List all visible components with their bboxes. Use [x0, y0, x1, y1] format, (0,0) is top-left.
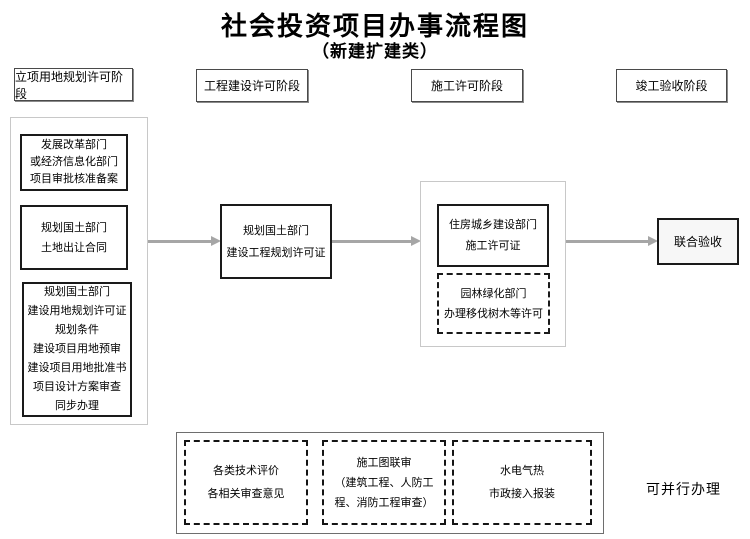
flow-arrow-2	[332, 236, 421, 247]
node-drawing-joint-review: 施工图联审 （建筑工程、人防工 程、消防工程审查）	[322, 440, 446, 525]
arrow-shaft	[566, 240, 650, 243]
node-line: 市政接入报装	[489, 487, 555, 500]
node-construction-permit: 住房城乡建设部门 施工许可证	[437, 204, 549, 267]
stage-header-construction-permit: 工程建设许可阶段	[196, 69, 308, 102]
node-line: 建设工程规划许可证	[226, 246, 326, 259]
stage-header-work-permit: 施工许可阶段	[411, 69, 523, 102]
node-line: 办理移伐树木等许可	[444, 307, 543, 320]
node-line: 施工许可证	[465, 239, 521, 252]
node-line: 项目设计方案审查	[33, 381, 121, 393]
flow-arrow-1	[148, 236, 221, 247]
node-garden-greening: 园林绿化部门 办理移伐树木等许可	[437, 273, 550, 334]
node-utility-connection: 水电气热 市政接入报装	[452, 440, 592, 525]
node-line: 规划条件	[55, 324, 99, 336]
node-line: 或经济信息化部门	[30, 156, 118, 168]
stage-header-label: 施工许可阶段	[430, 79, 503, 93]
node-line: 规划国土部门	[44, 286, 110, 298]
node-technical-evaluation: 各类技术评价 各相关审查意见	[184, 440, 308, 525]
node-line: 水电气热	[500, 464, 544, 477]
arrow-shaft	[148, 240, 213, 243]
node-line: （建筑工程、人防工	[334, 476, 434, 489]
node-line: 施工图联审	[356, 456, 412, 469]
stage-header-label: 立项用地规划许可阶段	[15, 69, 124, 101]
node-engineering-planning-permit: 规划国土部门 建设工程规划许可证	[220, 204, 332, 279]
node-line: 住房城乡建设部门	[449, 218, 537, 231]
node-line: 同步办理	[55, 400, 99, 412]
stage-header-project-land-planning: 立项用地规划许可阶段	[14, 68, 133, 101]
node-line: 建设用地规划许可证	[27, 305, 127, 317]
stage-header-label: 工程建设许可阶段	[203, 79, 300, 93]
node-joint-acceptance: 联合验收	[657, 218, 739, 265]
node-line: 程、消防工程审查）	[334, 496, 434, 509]
node-line: 规划国土部门	[243, 224, 309, 237]
node-line: 建设项目用地预审	[33, 343, 121, 355]
arrow-head-icon	[211, 236, 221, 246]
arrow-head-icon	[411, 236, 421, 246]
arrow-shaft	[332, 240, 413, 243]
arrow-head-icon	[648, 236, 658, 246]
stage-header-completion-acceptance: 竣工验收阶段	[616, 69, 727, 102]
node-line: 规划国土部门	[41, 221, 107, 234]
node-development-reform: 发展改革部门 或经济信息化部门 项目审批核准备案	[20, 134, 128, 191]
node-line: 联合验收	[673, 235, 722, 249]
node-line: 各类技术评价	[213, 464, 279, 477]
stage-header-label: 竣工验收阶段	[635, 79, 708, 93]
flow-arrow-3	[566, 236, 658, 247]
node-line: 土地出让合同	[41, 241, 107, 254]
node-land-planning-permit: 规划国土部门 建设用地规划许可证 规划条件 建设项目用地预审 建设项目用地批准书…	[22, 282, 132, 417]
node-line: 项目审批核准备案	[30, 173, 118, 185]
parallel-note: 可并行办理	[646, 481, 721, 497]
page-title: 社会投资项目办事流程图	[220, 11, 529, 41]
node-line: 园林绿化部门	[460, 287, 527, 300]
node-land-contract: 规划国土部门 土地出让合同	[20, 205, 128, 270]
node-line: 发展改革部门	[41, 139, 107, 151]
node-line: 建设项目用地批准书	[27, 362, 127, 374]
node-line: 各相关审查意见	[207, 487, 285, 500]
page-subtitle: （新建扩建类）	[312, 42, 438, 61]
